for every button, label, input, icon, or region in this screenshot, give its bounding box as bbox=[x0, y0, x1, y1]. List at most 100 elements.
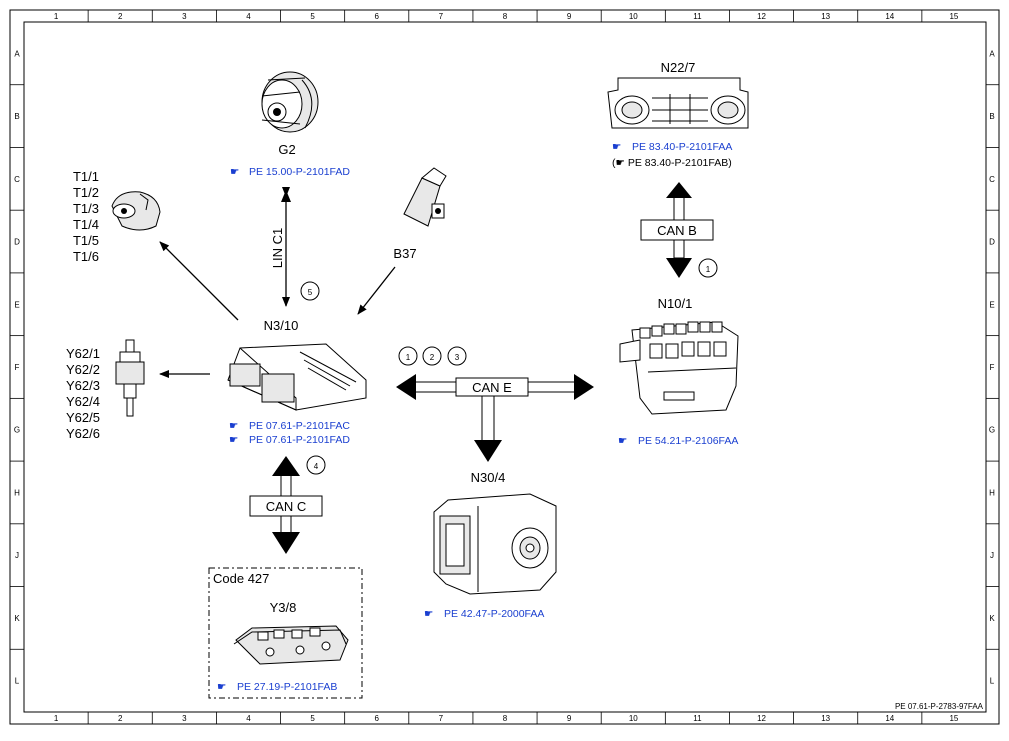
arrow-to-t1 bbox=[159, 241, 239, 321]
can-c-marker: 4 bbox=[314, 462, 319, 471]
t1-label-5: T1/5 bbox=[73, 233, 99, 248]
y62-label-list: Y62/1 Y62/2 Y62/3 Y62/4 Y62/5 Y62/6 bbox=[66, 346, 100, 441]
grid-col-label: 2 bbox=[118, 714, 123, 723]
grid-row-label: H bbox=[989, 488, 995, 497]
n3-10-doc-link-2[interactable]: PE 07.61-P-2101FAD bbox=[249, 434, 350, 446]
n3-10-doc-link-1[interactable]: PE 07.61-P-2101FAC bbox=[249, 420, 350, 432]
code-427-label: Code 427 bbox=[213, 571, 269, 586]
n30-4-doc-link[interactable]: PE 42.47-P-2000FAA bbox=[444, 608, 544, 620]
can-e-marker-2: 2 bbox=[430, 353, 435, 362]
grid-col-label: 10 bbox=[629, 12, 638, 21]
grid-col-label: 9 bbox=[567, 714, 572, 723]
grid-row-label: E bbox=[14, 300, 19, 309]
n10-1-doc-link[interactable]: PE 54.21-P-2106FAA bbox=[638, 435, 738, 447]
grid-col-label: 12 bbox=[757, 12, 766, 21]
grid-row-label: D bbox=[989, 238, 995, 247]
g2-doc-link-icon[interactable]: ☛ bbox=[230, 166, 239, 178]
grid-row-label: L bbox=[990, 677, 995, 686]
grid-col-label: 8 bbox=[503, 12, 508, 21]
y62-label-6: Y62/6 bbox=[66, 426, 100, 441]
g2-doc-link[interactable]: PE 15.00-P-2101FAD bbox=[249, 166, 350, 178]
n3-10-label: N3/10 bbox=[264, 318, 299, 333]
grid-col-label: 7 bbox=[439, 12, 444, 21]
n22-7-doc-link-alt[interactable]: (☛ PE 83.40-P-2101FAB) bbox=[612, 157, 732, 169]
inner-frame bbox=[23, 21, 987, 713]
b37-label: B37 bbox=[393, 246, 416, 261]
lin-c1-arrowhead-top bbox=[281, 190, 291, 202]
n22-7-doc-link-icon[interactable]: ☛ bbox=[612, 141, 621, 153]
grid-col-label: 14 bbox=[885, 714, 894, 723]
grid-row-label: D bbox=[14, 238, 20, 247]
lin-marker-circle bbox=[300, 281, 320, 301]
n22-7-control-panel-illustration bbox=[607, 77, 749, 129]
grid-col-label: 6 bbox=[375, 714, 380, 723]
can-c-label: CAN C bbox=[266, 499, 306, 514]
can-e-marker-3: 3 bbox=[455, 353, 460, 362]
grid-col-label: 10 bbox=[629, 714, 638, 723]
can-b-marker: 1 bbox=[706, 265, 711, 274]
t1-label-6: T1/6 bbox=[73, 249, 99, 264]
can-b-marker-circle bbox=[698, 258, 718, 278]
n22-7-doc-link[interactable]: PE 83.40-P-2101FAA bbox=[632, 141, 732, 153]
n3-10-doc-link-2-icon[interactable]: ☛ bbox=[229, 434, 238, 446]
can-e-marker-1: 1 bbox=[406, 353, 411, 362]
can-e-box bbox=[455, 377, 529, 397]
grid-col-label: 1 bbox=[54, 12, 59, 21]
can-e-marker-3-circle bbox=[447, 346, 467, 366]
grid-col-label: 15 bbox=[949, 714, 958, 723]
grid-row-label: C bbox=[14, 175, 20, 184]
grid-col-label: 5 bbox=[310, 12, 315, 21]
can-b-label: CAN B bbox=[657, 223, 697, 238]
y62-label-4: Y62/4 bbox=[66, 394, 100, 409]
y62-label-3: Y62/3 bbox=[66, 378, 100, 393]
can-c-box bbox=[249, 495, 323, 517]
grid-col-label: 13 bbox=[821, 12, 830, 21]
grid-row-label: J bbox=[990, 551, 994, 560]
grid-col-label: 9 bbox=[567, 12, 572, 21]
t1-label-list: T1/1 T1/2 T1/3 T1/4 T1/5 T1/6 bbox=[73, 169, 99, 264]
grid-row-label: K bbox=[14, 614, 20, 623]
grid-row-label: G bbox=[989, 426, 995, 435]
g2-generator-illustration bbox=[261, 71, 319, 133]
grid-row-label: L bbox=[15, 677, 20, 686]
t1-ignition-coil-illustration bbox=[111, 191, 161, 231]
grid-col-label: 6 bbox=[375, 12, 380, 21]
grid-col-label: 8 bbox=[503, 714, 508, 723]
t1-label-2: T1/2 bbox=[73, 185, 99, 200]
grid-row-label: C bbox=[989, 175, 995, 184]
can-c-marker-circle bbox=[306, 455, 326, 475]
grid-col-label: 4 bbox=[246, 12, 251, 21]
n30-4-esp-unit-illustration bbox=[433, 493, 557, 595]
grid-col-label: 14 bbox=[885, 12, 894, 21]
n10-1-sam-illustration bbox=[619, 321, 739, 415]
grid-col-label: 4 bbox=[246, 714, 251, 723]
n10-1-label: N10/1 bbox=[658, 296, 693, 311]
lin-c1-label: LIN C1 bbox=[270, 228, 285, 268]
grid-ruler bbox=[10, 10, 999, 724]
n30-4-label: N30/4 bbox=[471, 470, 506, 485]
can-e-label: CAN E bbox=[472, 380, 512, 395]
t1-label-1: T1/1 bbox=[73, 169, 99, 184]
n30-4-doc-link-icon[interactable]: ☛ bbox=[424, 608, 433, 620]
grid-col-label: 12 bbox=[757, 714, 766, 723]
grid-col-label: 11 bbox=[693, 12, 702, 21]
grid-row-label: F bbox=[990, 363, 995, 372]
y3-8-doc-link-icon[interactable]: ☛ bbox=[217, 681, 226, 693]
grid-col-label: 2 bbox=[118, 12, 123, 21]
grid-row-label: K bbox=[989, 614, 995, 623]
arrow-from-b37 bbox=[357, 266, 396, 315]
can-e-marker-2-circle bbox=[422, 346, 442, 366]
grid-col-label: 3 bbox=[182, 12, 187, 21]
g2-label: G2 bbox=[278, 142, 295, 157]
outer-frame bbox=[9, 9, 1000, 725]
grid-row-label: F bbox=[15, 363, 20, 372]
n10-1-doc-link-icon[interactable]: ☛ bbox=[618, 435, 627, 447]
grid-row-label: G bbox=[14, 426, 20, 435]
y3-8-doc-link[interactable]: PE 27.19-P-2101FAB bbox=[237, 681, 337, 693]
n22-7-label: N22/7 bbox=[661, 60, 696, 75]
t1-label-3: T1/3 bbox=[73, 201, 99, 216]
document-code: PE 07.61-P-2783-97FAA bbox=[895, 702, 984, 711]
n3-10-doc-link-1-icon[interactable]: ☛ bbox=[229, 420, 238, 432]
n3-10-ecu-illustration bbox=[227, 343, 367, 411]
